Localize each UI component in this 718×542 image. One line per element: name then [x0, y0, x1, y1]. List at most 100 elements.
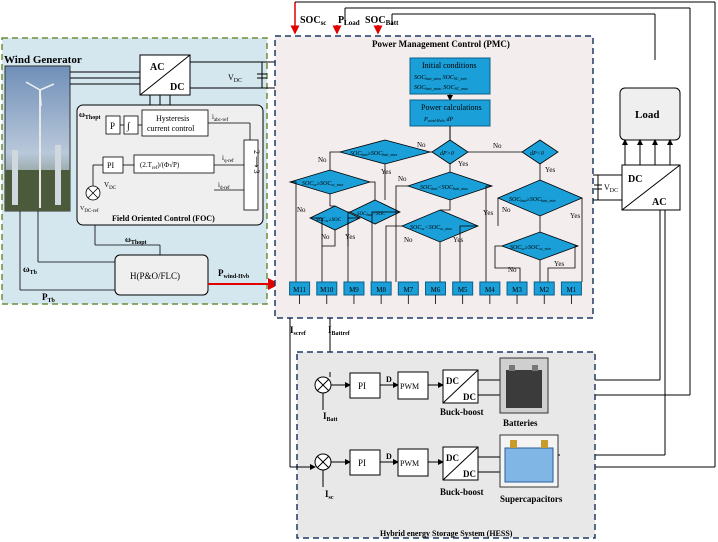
- mode-label-m9: M9: [349, 286, 359, 294]
- mode-label-m4: M4: [485, 286, 495, 294]
- omega-thopt-mppt-label: ωThopt: [125, 235, 147, 246]
- ac-dc-dc-label: DC: [170, 82, 184, 93]
- p-load-top-label: PLoad: [338, 15, 360, 27]
- pi-label-foc: PI: [107, 161, 114, 170]
- mode-label-m6: M6: [431, 286, 441, 294]
- hysteresis-block: [141, 109, 209, 137]
- power-calculations-block: [409, 99, 491, 127]
- i-sc-label: Isc: [325, 489, 334, 501]
- pi-block-sc: [349, 449, 381, 476]
- pi-label-batt: PI: [358, 381, 366, 391]
- decision-soc-sc-min-label: SOCsc≥SOCsc_min: [510, 245, 551, 251]
- decision-soc-batt-max-label: SOCbatt≥SOCbatt_max: [350, 151, 397, 157]
- foc-label: Field Oriented Control (FOC): [112, 214, 215, 223]
- mode-label-m1: M1: [567, 286, 577, 294]
- yes-label-4: Yes: [483, 209, 493, 217]
- mode-label-m10: M10: [320, 286, 334, 294]
- i-batt-label: IBatt: [323, 411, 338, 423]
- omega-tb-label: ωTb: [23, 264, 38, 276]
- iabc-ref-label: iabc-ref: [212, 113, 228, 123]
- battery-image: [499, 357, 549, 414]
- torque-label: (2.Tref)/(Φ√P): [140, 161, 180, 171]
- soc-batt-top-label: SOCBatt: [365, 15, 399, 27]
- flowchart-connectors: [290, 151, 583, 282]
- yes-label-5: Yes: [570, 212, 580, 220]
- no-label-1: No: [417, 141, 426, 149]
- decision-soc-sc-lt-max-label: SOCsc<SOCsc_max: [410, 225, 452, 231]
- pi-block-batt: [349, 372, 381, 399]
- vdc-ref-label: VDC-ref: [80, 206, 99, 214]
- mode-label-m8: M8: [376, 286, 386, 294]
- mode-label-m2: M2: [539, 286, 549, 294]
- no-label-9: No: [508, 266, 517, 274]
- hysteresis-line2: current control: [147, 124, 195, 133]
- ac-dc-converter: AC DC: [139, 54, 191, 96]
- mode-boxes: M11 M10 M9 M8 M7 M6 M5 M4 M3 M2 M1: [289, 281, 582, 304]
- inverter-ac-label: AC: [652, 197, 666, 208]
- clarke-transform-block: [243, 139, 259, 211]
- yes-label-2: Yes: [458, 160, 468, 168]
- decision-small-2-label: SOCbatt<SOC: [357, 212, 386, 217]
- pi-label-sc: PI: [358, 458, 366, 468]
- pwm-label-batt: PWM: [400, 382, 419, 391]
- load-block: [619, 87, 681, 141]
- wind-turbine-photo: [4, 65, 71, 212]
- mode-label-m7: M7: [403, 286, 413, 294]
- power-calculations-title: Power calculations: [421, 103, 482, 112]
- yes-label-3: Yes: [545, 166, 555, 174]
- buck-boost-sc-label: Buck-boost: [440, 487, 484, 497]
- decision-soc-batt-min-label: SOCbatt≥SOCbatt_min: [509, 197, 555, 203]
- i-scref-label: Iscref: [290, 325, 307, 337]
- p-tb-label: PTb: [42, 292, 56, 304]
- decision-soc-sc-max-label: SOCsc≥SOCsc_max: [302, 181, 344, 187]
- yes-label-8: Yes: [554, 260, 564, 268]
- yes-label-6: Yes: [345, 233, 355, 241]
- decision-dp-negative-label: dP<0: [530, 151, 544, 157]
- p-controller-label: P: [110, 121, 115, 131]
- pwm-block-batt: [397, 371, 429, 400]
- load-title: Load: [635, 109, 659, 121]
- mppt-label: H(P&O/FLC): [130, 271, 180, 281]
- no-label-2: No: [493, 142, 502, 150]
- no-label-3: No: [318, 156, 327, 164]
- torque-block: [133, 154, 215, 174]
- no-label-8: No: [404, 236, 413, 244]
- dc-dc-converter-sc: DC DC: [442, 446, 479, 481]
- decision-small-1-label: SOCsc≥SOC: [316, 218, 342, 223]
- batteries-label: Batteries: [503, 418, 538, 428]
- decision-soc-batt-lt-max-label: SOCbatt<SOCbatt_max: [420, 185, 468, 191]
- hess-title: Hybrid energy Storage System (HESS): [380, 529, 513, 538]
- yes-label-1: Yes: [381, 168, 391, 176]
- supercapacitor-image: [499, 434, 559, 488]
- inverter-dc-label: DC: [628, 174, 642, 185]
- dcdc-sc-dc1: DC: [446, 453, 459, 463]
- dc-ac-inverter: DC AC: [621, 164, 681, 211]
- pwm-label-sc: PWM: [400, 459, 419, 468]
- initial-conditions-title: Initial conditions: [422, 61, 476, 70]
- dcdc-sc-dc2: DC: [463, 469, 476, 479]
- initial-conditions-line1: SOCbatt_min, SOCSC_min: [414, 75, 467, 81]
- no-label-7: No: [321, 233, 330, 241]
- load-vdc-label: VDC: [604, 183, 618, 194]
- mppt-block: [114, 254, 209, 296]
- power-calculations-line: Pwind-Hvb, dP: [423, 117, 453, 123]
- dc-dc-converter-batt: DC DC: [442, 369, 479, 404]
- d-label-batt: D: [386, 375, 392, 384]
- no-label-5: No: [398, 175, 407, 183]
- integrator-symbol: ∫: [126, 121, 131, 132]
- initial-conditions-block: [409, 57, 491, 95]
- mode-label-m11: M11: [293, 286, 306, 294]
- d-label-sc: D: [386, 452, 392, 461]
- buck-boost-batt-label: Buck-boost: [440, 407, 484, 417]
- pmc-title: Power Management Control (PMC): [372, 39, 510, 49]
- mode-label-m5: M5: [458, 286, 468, 294]
- iq-ref-label: iq-ref: [222, 154, 234, 164]
- id-ref-label: id-ref: [218, 181, 230, 191]
- wind-vdc-label: VDC: [228, 73, 242, 84]
- ac-dc-ac-label: AC: [150, 62, 164, 73]
- no-label-4: No: [297, 206, 306, 214]
- wind-generator-title: Wind Generator: [4, 54, 82, 66]
- no-label-6: No: [502, 206, 511, 214]
- mode-label-m3: M3: [512, 286, 522, 294]
